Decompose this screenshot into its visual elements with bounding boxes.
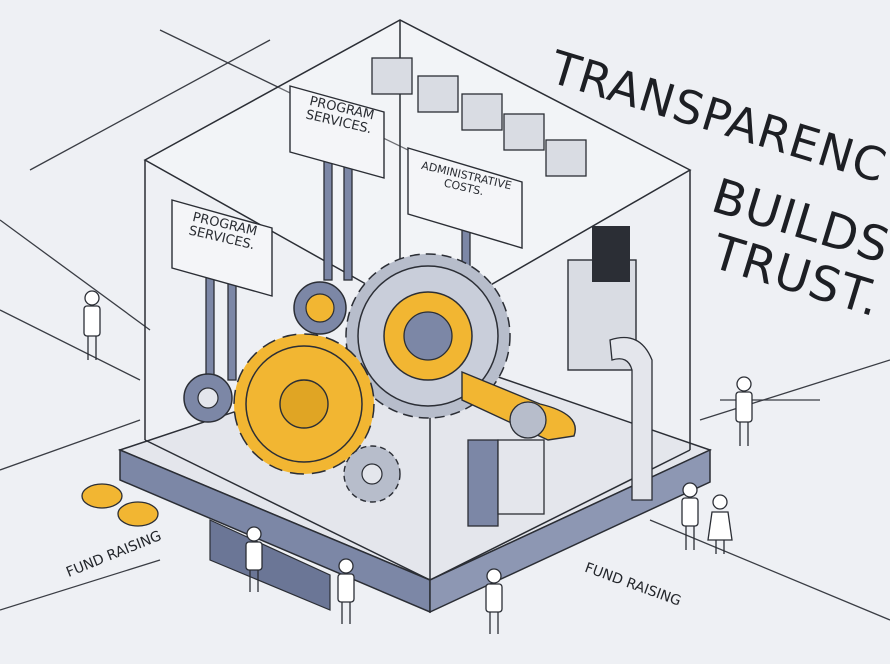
data-tower [567, 226, 653, 501]
person-figure [681, 482, 699, 550]
blue-wheels [183, 281, 347, 423]
people-figures [83, 290, 753, 634]
sign-boards [171, 85, 523, 297]
storage-blocks [371, 57, 587, 177]
coin-stack [81, 483, 159, 527]
person-figure [735, 376, 753, 446]
perspective-lines [0, 29, 890, 621]
person-figure [485, 568, 503, 634]
person-figure [245, 526, 263, 592]
pipe-column [467, 439, 545, 527]
small-gray-gear [343, 445, 401, 503]
person-figure [83, 290, 101, 360]
large-gold-gear [233, 333, 375, 475]
gold-lever-arm [461, 370, 576, 441]
person-figure [707, 494, 733, 554]
person-figure [337, 558, 355, 624]
